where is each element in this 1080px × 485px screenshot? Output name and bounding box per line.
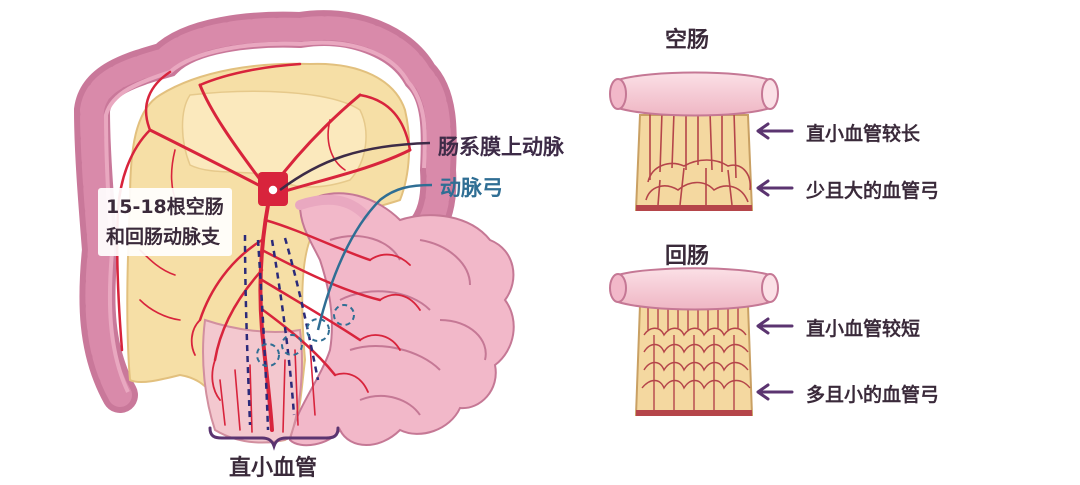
label-branches-line2: 和回肠动脉支 [106,226,221,248]
arrow-left-icon [756,122,794,140]
arteries [115,62,421,433]
jejunum-diagram [609,71,779,211]
label-superior-mesenteric-artery: 肠系膜上动脉 [438,135,564,159]
label-vasa-recta: 直小血管 [229,456,318,481]
jejunum-note-vessels: 直小血管较长 [806,123,921,145]
small-intestine-loops [288,192,515,447]
arcade-leader-line [316,183,433,331]
arcade-markers [256,304,355,367]
sma-origin [258,172,288,206]
label-arterial-arcade: 动脉弓 [440,176,503,200]
ileum-note-vessels: 直小血管较短 [806,318,921,340]
arrow-left-icon [756,179,794,197]
sma-leader-line [279,141,431,192]
ileum-diagram [609,267,779,416]
vasa-recta-brace [208,426,340,451]
arrow-left-icon [756,383,794,401]
jejunum-title: 空肠 [665,28,710,53]
arrow-left-icon [756,317,794,335]
vasa-recta-dashes [243,234,320,431]
ileum-note-arcades: 多且小的血管弓 [806,384,940,406]
label-branches-line1: 15-18根空肠 [106,196,224,218]
ileum-title: 回肠 [665,244,710,269]
jejunum-note-arcades: 少且大的血管弓 [806,180,940,202]
label-branches-box: 15-18根空肠 和回肠动脉支 [98,188,232,256]
arrow-icons [756,122,794,401]
